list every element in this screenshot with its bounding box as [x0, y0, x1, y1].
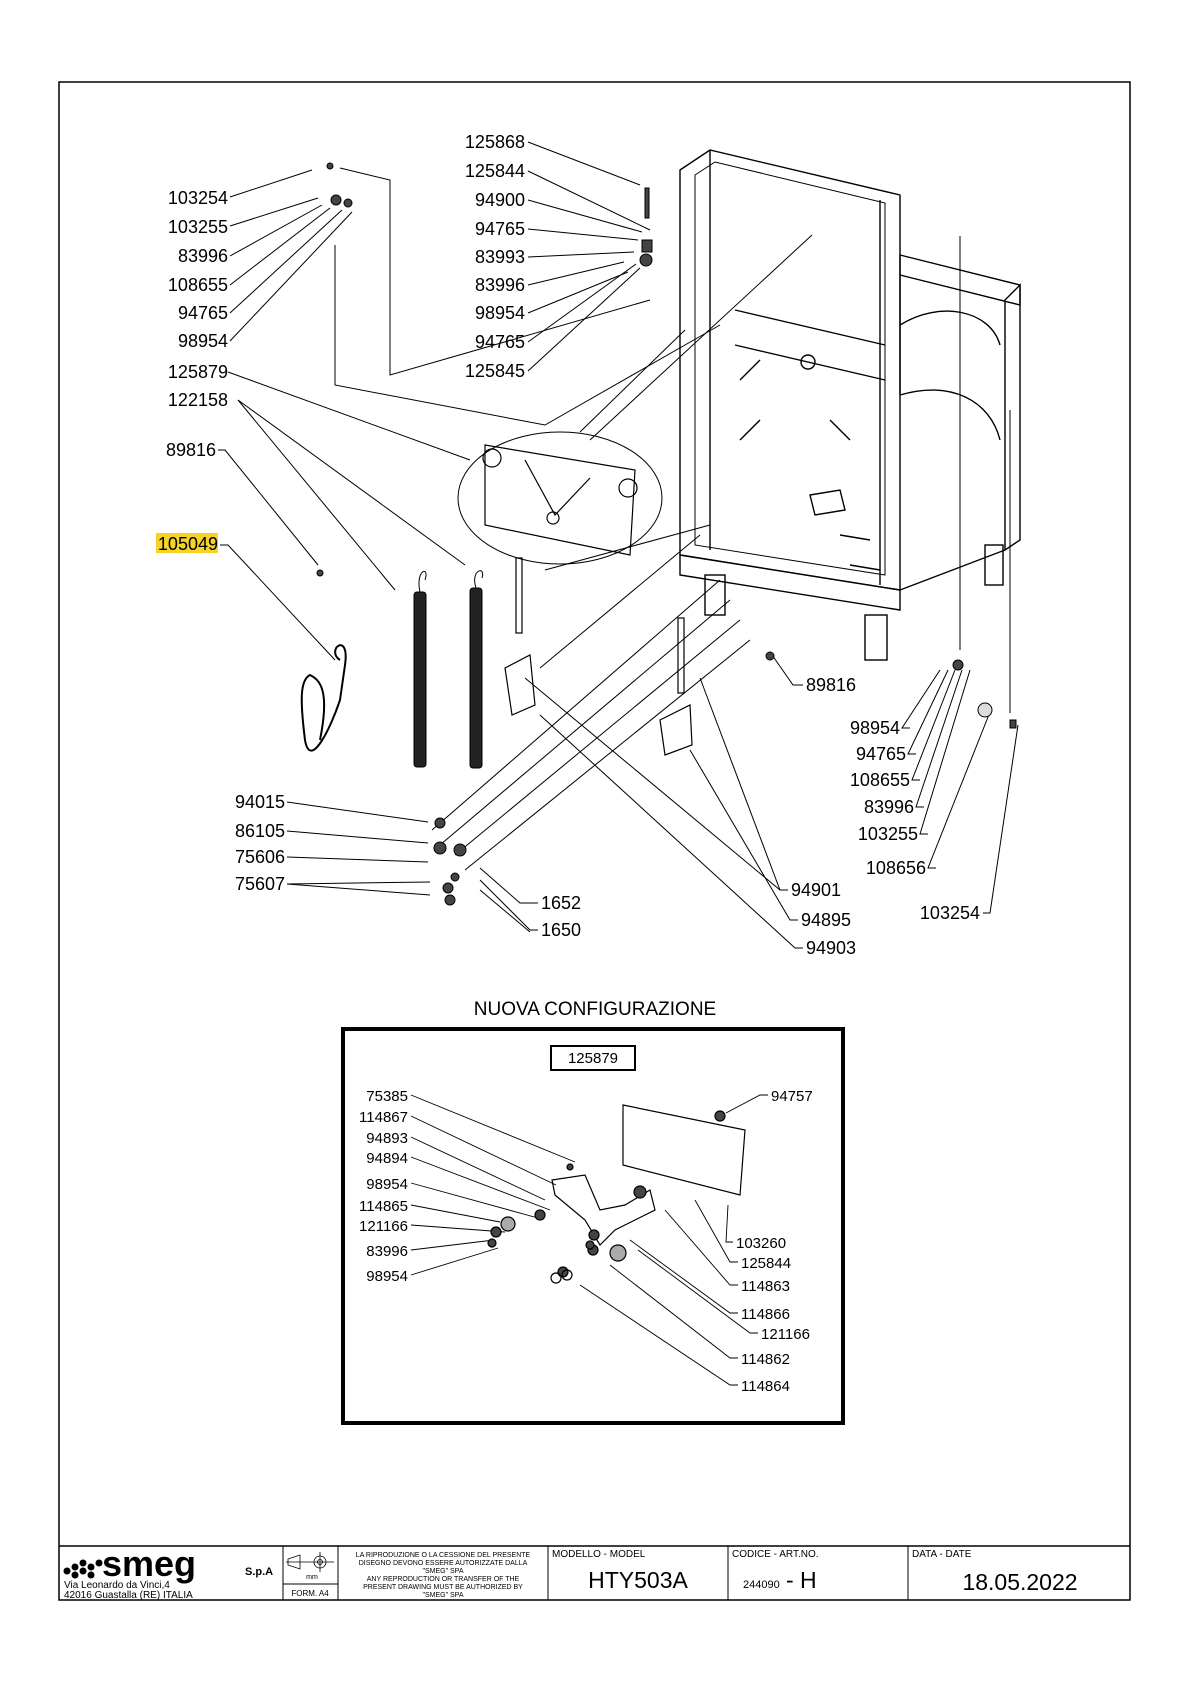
- part-label: 98954: [178, 331, 228, 351]
- part-label: 114867: [359, 1109, 408, 1126]
- part-label: 83996: [366, 1243, 408, 1260]
- inset-labels: 75385 114867 94893 94894 98954 114865 12…: [359, 1088, 813, 1395]
- part-label: 125868: [465, 132, 525, 152]
- part-label: 94765: [178, 303, 228, 323]
- part-label: 122158: [168, 390, 228, 410]
- part-label: 94765: [856, 744, 906, 764]
- date-value: 18.05.2022: [962, 1569, 1077, 1595]
- notice-line: PRESENT DRAWING MUST BE AUTHORIZED BY: [363, 1584, 523, 1591]
- part-label: 83996: [178, 246, 228, 266]
- date-label: DATA - DATE: [912, 1549, 972, 1560]
- part-label: 114865: [359, 1198, 408, 1215]
- part-label: 94900: [475, 190, 525, 210]
- part-label-highlighted: 105049: [158, 534, 218, 554]
- part-label: 103260: [736, 1235, 786, 1252]
- part-label: 121166: [359, 1218, 408, 1235]
- model-value: HTY503A: [588, 1567, 688, 1593]
- part-label: 1650: [541, 920, 581, 940]
- drawing-frame: [58, 81, 1131, 1601]
- springs: [413, 570, 484, 769]
- notice-line: "SMEG" SPA: [422, 1592, 463, 1599]
- part-label: 108655: [168, 275, 228, 295]
- part-label: 89816: [166, 440, 216, 460]
- detail-plate: [482, 444, 638, 556]
- brand-name: smeg: [102, 1543, 196, 1584]
- part-label: 75607: [235, 874, 285, 894]
- part-label: 94893: [366, 1130, 408, 1147]
- wire-hook: [300, 644, 347, 752]
- part-label: 94901: [791, 880, 841, 900]
- part-label: 108655: [850, 770, 910, 790]
- part-label: 1652: [541, 893, 581, 913]
- part-label: 89816: [806, 675, 856, 695]
- projection-symbol-icon: [286, 1552, 334, 1572]
- inset-ref: 125879: [568, 1050, 618, 1067]
- paper-format: FORM. A4: [291, 1589, 329, 1598]
- labels-bottom: 94015 86105 75606 75607 1652 1650 94901 …: [235, 792, 856, 958]
- highlight-box: [156, 533, 218, 553]
- part-label: 125845: [465, 361, 525, 381]
- address-line-2: 42016 Guastalla (RE) ITALIA: [64, 1590, 193, 1601]
- part-label: 94765: [475, 332, 525, 352]
- notice-line: "SMEG" SPA: [422, 1568, 463, 1575]
- part-label: 108656: [866, 858, 926, 878]
- inset-frame: [341, 1027, 845, 1425]
- part-label: 98954: [850, 718, 900, 738]
- model-label: MODELLO - MODEL: [552, 1549, 646, 1560]
- part-label: 94757: [771, 1088, 813, 1105]
- smeg-logo: smeg S.p.A: [63, 1543, 273, 1584]
- rods-brackets: [504, 557, 693, 756]
- part-label: 114864: [741, 1378, 790, 1395]
- part-label: 75606: [235, 847, 285, 867]
- inset-parts: [487, 1104, 746, 1284]
- part-label: 125844: [465, 161, 525, 181]
- title-block: smeg S.p.A Via Leonardo da Vinci,4 42016…: [59, 1543, 1130, 1601]
- labels-top: 125868 125844 94900 94765 83993 83996 98…: [465, 132, 525, 381]
- part-label: 103254: [168, 188, 228, 208]
- part-label: 83993: [475, 247, 525, 267]
- part-label: 125844: [741, 1255, 791, 1272]
- hardware: [316, 162, 1017, 906]
- part-label: 86105: [235, 821, 285, 841]
- leader-lines: [218, 141, 1019, 949]
- part-label: 94895: [801, 910, 851, 930]
- part-label: 75385: [366, 1088, 408, 1105]
- part-label: 83996: [475, 275, 525, 295]
- notice-line: LA RIPRODUZIONE O LA CESSIONE DEL PRESEN…: [356, 1552, 531, 1559]
- brand-suffix: S.p.A: [245, 1566, 273, 1578]
- unit-label: mm: [306, 1574, 318, 1581]
- part-label: 98954: [366, 1176, 408, 1193]
- part-label: 94765: [475, 219, 525, 239]
- code-revision: - H: [786, 1567, 817, 1593]
- part-label: 94894: [366, 1150, 408, 1167]
- inset-title: NUOVA CONFIGURAZIONE: [474, 999, 716, 1020]
- part-label: 83996: [864, 797, 914, 817]
- notice-line: ANY REPRODUCTION OR TRANSFER OF THE: [367, 1576, 520, 1583]
- code-value: 244090: [743, 1579, 780, 1591]
- part-label: 94015: [235, 792, 285, 812]
- inset-leaders: [410, 1094, 768, 1386]
- code-label: CODICE - ART.NO.: [732, 1549, 819, 1560]
- cabinet-frame: [679, 149, 1021, 661]
- part-label: 114862: [741, 1351, 790, 1368]
- part-label: 114863: [741, 1278, 790, 1295]
- part-label: 98954: [366, 1268, 408, 1285]
- part-label: 98954: [475, 303, 525, 323]
- part-label: 103255: [858, 824, 918, 844]
- inset-ref-box: [550, 1045, 636, 1071]
- part-label: 114866: [741, 1306, 790, 1323]
- part-label: 121166: [761, 1326, 810, 1343]
- notice-line: DISEGNO DEVONO ESSERE AUTORIZZATE DALLA: [359, 1560, 528, 1567]
- part-label: 103255: [168, 217, 228, 237]
- part-label: 103254: [920, 903, 980, 923]
- address-line-1: Via Leonardo da Vinci,4: [64, 1580, 170, 1591]
- labels-right: 89816 98954 94765 108655 83996 103255 10…: [806, 675, 980, 923]
- part-label: 94903: [806, 938, 856, 958]
- labels-left: 103254 103255 83996 108655 94765 98954 1…: [156, 188, 228, 554]
- part-label: 125879: [168, 362, 228, 382]
